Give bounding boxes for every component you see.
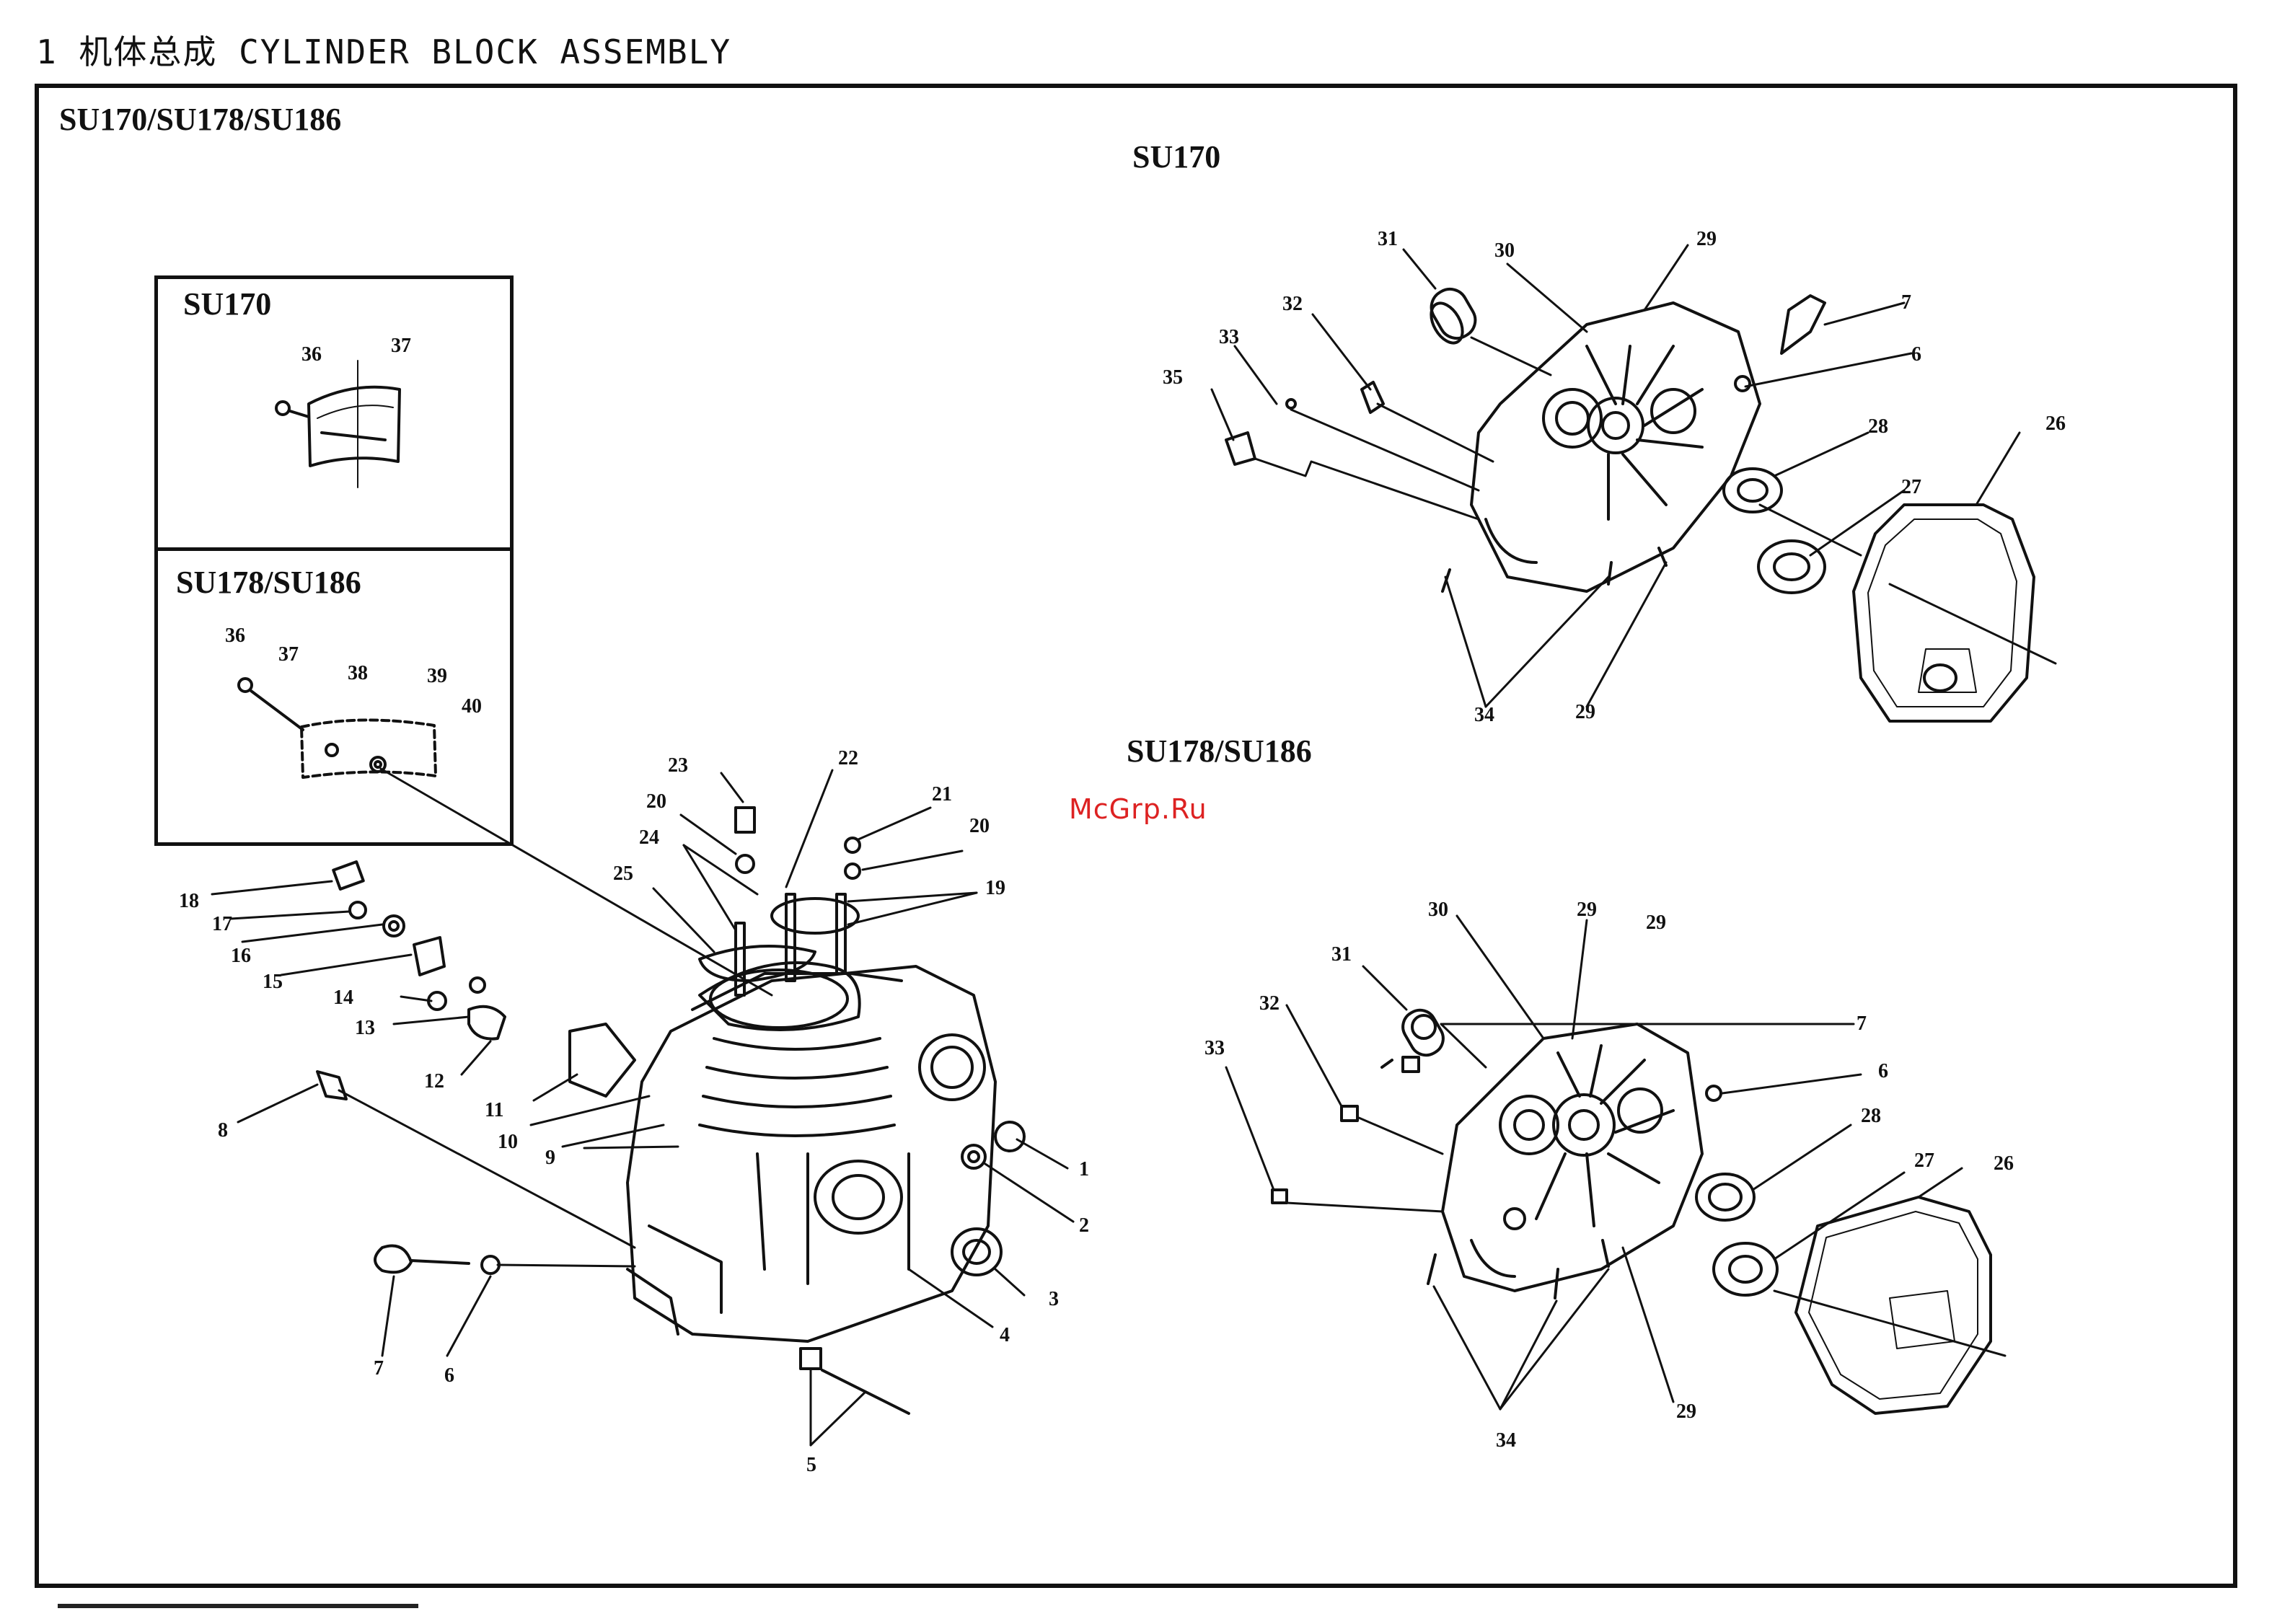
- callout-33: 33: [1204, 1037, 1225, 1059]
- callout-29: 29: [1577, 899, 1597, 921]
- callout-32: 32: [1282, 293, 1303, 315]
- callout-5: 5: [806, 1454, 816, 1476]
- callout-26: 26: [1994, 1152, 2014, 1175]
- callout-6: 6: [444, 1364, 454, 1387]
- callout-23: 23: [668, 754, 688, 777]
- callout-31: 31: [1378, 228, 1398, 250]
- callout-13: 13: [355, 1017, 375, 1039]
- small-parts-left: [317, 862, 1024, 1413]
- callout-18: 18: [179, 890, 199, 912]
- callout-38: 38: [348, 662, 368, 684]
- callout-16: 16: [231, 945, 251, 967]
- callout-37: 37: [391, 335, 411, 357]
- callout-10: 10: [498, 1131, 518, 1153]
- callout-7: 7: [374, 1357, 384, 1380]
- callout-11: 11: [485, 1099, 503, 1121]
- callout-34: 34: [1496, 1429, 1516, 1452]
- callout-29: 29: [1696, 228, 1717, 250]
- callout-25: 25: [613, 862, 633, 885]
- callout-4: 4: [1000, 1324, 1010, 1346]
- callout-27: 27: [1901, 476, 1921, 498]
- callout-37: 37: [278, 643, 299, 666]
- callout-19: 19: [985, 877, 1005, 899]
- callout-1: 1: [1079, 1158, 1089, 1181]
- callout-14: 14: [333, 987, 353, 1009]
- inset-su170-plate: [276, 361, 400, 487]
- callout-27: 27: [1914, 1149, 1934, 1172]
- callout-32: 32: [1259, 992, 1280, 1015]
- leader-lines-left: [212, 770, 1073, 1445]
- callout-34: 34: [1474, 704, 1494, 726]
- callout-40: 40: [462, 695, 482, 718]
- callout-36: 36: [225, 625, 245, 647]
- callout-21: 21: [932, 783, 952, 806]
- cylinder-block: [627, 808, 995, 1341]
- callout-6: 6: [1878, 1060, 1888, 1082]
- callout-36: 36: [301, 343, 322, 366]
- callout-28: 28: [1868, 415, 1888, 438]
- callout-12: 12: [424, 1070, 444, 1093]
- callout-15: 15: [263, 971, 283, 993]
- callout-39: 39: [427, 665, 447, 687]
- callout-7: 7: [1857, 1012, 1867, 1035]
- callout-8: 8: [218, 1119, 228, 1142]
- callout-17: 17: [212, 913, 232, 935]
- leader-lines-top-right: [1212, 245, 2056, 707]
- callout-6: 6: [1911, 343, 1921, 366]
- callout-29: 29: [1646, 912, 1666, 934]
- callout-30: 30: [1428, 899, 1448, 921]
- callout-22: 22: [838, 747, 858, 769]
- callout-20: 20: [969, 815, 990, 837]
- callout-35: 35: [1163, 366, 1183, 389]
- callout-20: 20: [646, 790, 666, 813]
- callout-9: 9: [545, 1147, 555, 1169]
- callout-2: 2: [1079, 1214, 1089, 1237]
- leader-lines-bottom-right: [1226, 916, 2005, 1409]
- inset-su178-plate: [239, 679, 772, 995]
- callouts: 36 37 36 37 38 39 40 18 17 16 15 14 13 1…: [179, 228, 2066, 1476]
- callout-24: 24: [639, 826, 659, 849]
- callout-33: 33: [1219, 326, 1239, 348]
- footer-rule: [0, 1604, 2277, 1624]
- callout-31: 31: [1331, 943, 1352, 966]
- callout-28: 28: [1861, 1105, 1881, 1127]
- callout-7: 7: [1901, 291, 1911, 314]
- callout-29: 29: [1676, 1400, 1696, 1423]
- callout-3: 3: [1049, 1288, 1059, 1310]
- callout-26: 26: [2045, 412, 2066, 435]
- callout-29: 29: [1575, 701, 1595, 723]
- callout-30: 30: [1494, 239, 1515, 262]
